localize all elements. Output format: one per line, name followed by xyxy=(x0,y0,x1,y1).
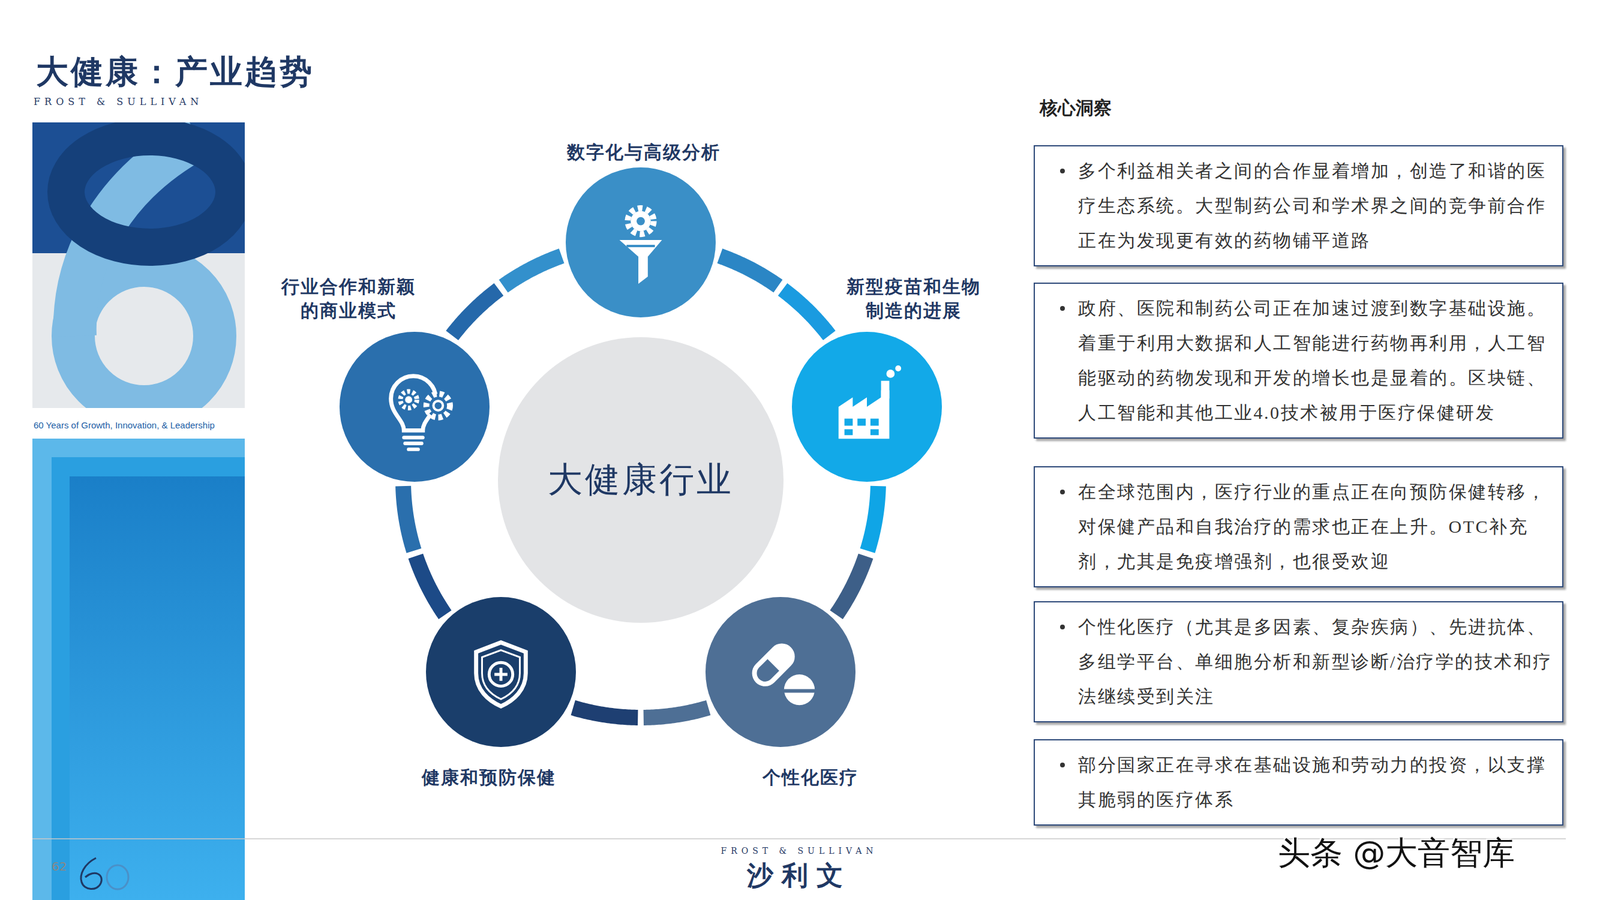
ring-arc xyxy=(452,289,500,336)
insight-box: 政府、医院和制药公司正在加速过渡到数字基础设施。着重于利用大数据和人工智能进行药… xyxy=(1033,282,1564,439)
insight-box: 部分国家正在寻求在基础设施和劳动力的投资，以支撑其脆弱的医疗体系 xyxy=(1033,739,1564,826)
bullet-dot xyxy=(1060,762,1065,768)
trend-circle: 行业合作和新颖 的商业模式 xyxy=(338,331,491,483)
ring-arc xyxy=(782,289,830,336)
trend-circle: 新型疫苗和生物 制造的进展 xyxy=(791,331,943,483)
insight-text: 部分国家正在寻求在基础设施和劳动力的投资，以支撑其脆弱的医疗体系 xyxy=(1078,747,1553,818)
circle-icon xyxy=(704,596,857,748)
insight-box: 多个利益相关者之间的合作显着增加，创造了和谐的医疗生态系统。大型制药公司和学术界… xyxy=(1033,145,1564,267)
trend-label: 行业合作和新颖 的商业模式 xyxy=(278,274,419,323)
ring-segment xyxy=(403,485,446,615)
circle-icon xyxy=(425,596,577,748)
bullet-dot xyxy=(1060,489,1065,495)
ring-arc xyxy=(503,256,562,287)
insight-text: 政府、医院和制药公司正在加速过渡到数字基础设施。着重于利用大数据和人工智能进行药… xyxy=(1078,290,1553,431)
ring-arc xyxy=(867,485,879,551)
small-sixty-logo xyxy=(80,857,129,890)
sixty-panel xyxy=(32,122,245,408)
brand-logo-text: 沙利文 xyxy=(746,857,852,894)
ring-segment xyxy=(836,485,879,615)
ring-arc xyxy=(836,556,866,615)
brand-name: FROST & SULLIVAN xyxy=(33,95,203,108)
circle-icon xyxy=(338,331,491,483)
section-heading: 核心洞察 xyxy=(1039,95,1112,121)
circle-icon xyxy=(791,331,943,483)
ring-arc xyxy=(415,556,446,615)
ring-segment xyxy=(572,707,709,718)
brand-name: FROST & SULLIVAN xyxy=(720,845,878,856)
insight-box: 个性化医疗（尤其是多因素、复杂疾病）、先进抗体、多组学平台、单细胞分析和新型诊断… xyxy=(1033,601,1564,723)
trend-label: 新型疫苗和生物 制造的进展 xyxy=(844,274,984,323)
anniversary-tagline: 60 Years of Growth, Innovation, & Leader… xyxy=(33,419,215,431)
trend-label: 个性化医疗 xyxy=(720,765,901,790)
trend-circle: 个性化医疗 xyxy=(704,596,857,748)
insight-box: 在全球范围内，医疗行业的重点正在向预防保健转移，对保健产品和自我治疗的需求也正在… xyxy=(1033,466,1564,588)
ring-segment xyxy=(719,256,830,336)
trend-circle: 健康和预防保健 xyxy=(425,596,577,748)
page-title: 大健康：产业趋势 xyxy=(35,50,315,95)
circle-icon xyxy=(565,166,717,318)
page-number: 62 xyxy=(51,859,67,874)
ring-arc xyxy=(643,707,709,718)
ring-segment xyxy=(452,256,562,336)
bullet-dot xyxy=(1060,168,1065,174)
insight-text: 个性化医疗（尤其是多因素、复杂疾病）、先进抗体、多组学平台、单细胞分析和新型诊断… xyxy=(1078,609,1553,714)
blue-bar xyxy=(32,438,245,900)
hub-circle: 大健康行业 xyxy=(497,337,784,623)
ring-arc xyxy=(719,256,779,287)
trend-label: 健康和预防保健 xyxy=(398,765,579,790)
bullet-dot xyxy=(1060,624,1065,630)
bullet-dot xyxy=(1060,305,1065,311)
watermark: 头条 @大音智库 xyxy=(1277,831,1515,876)
ring-arc xyxy=(403,485,414,551)
insight-text: 在全球范围内，医疗行业的重点正在向预防保健转移，对保健产品和自我治疗的需求也正在… xyxy=(1078,474,1553,579)
ring-arc xyxy=(572,707,638,718)
insight-text: 多个利益相关者之间的合作显着增加，创造了和谐的医疗生态系统。大型制药公司和学术界… xyxy=(1078,153,1553,258)
hub-label: 大健康行业 xyxy=(547,456,734,504)
trend-circle: 数字化与高级分析 xyxy=(565,166,717,318)
trend-label: 数字化与高级分析 xyxy=(541,140,746,165)
